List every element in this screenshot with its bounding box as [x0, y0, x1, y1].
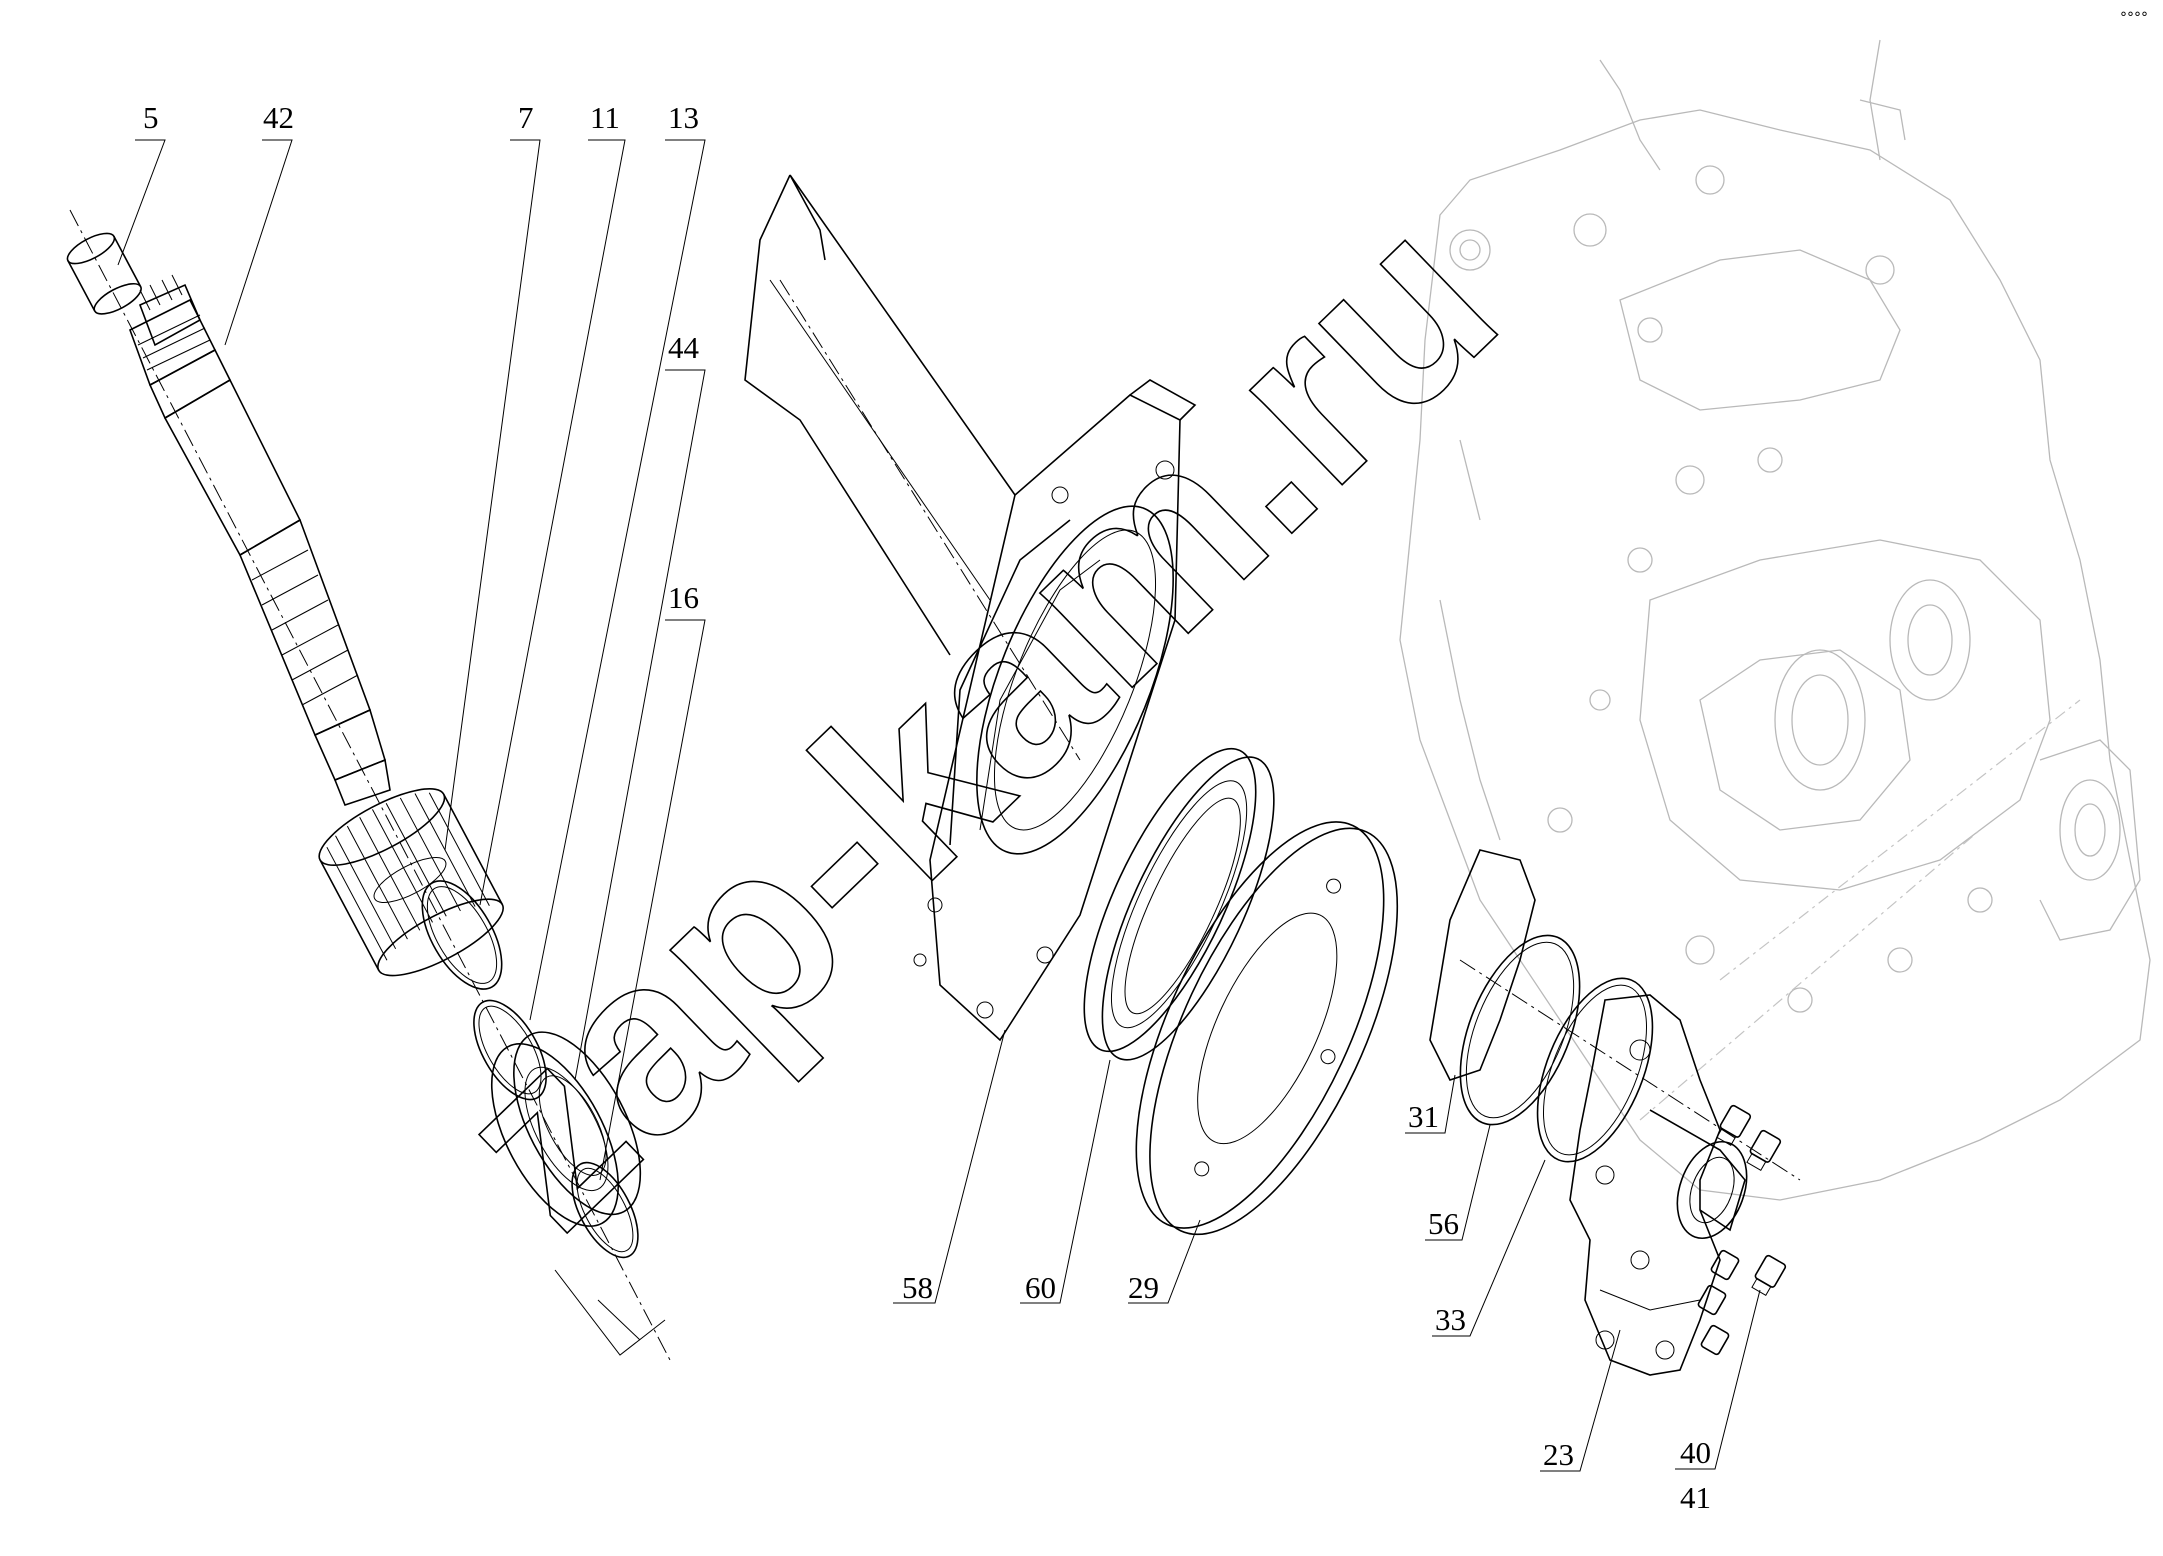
callout-56: 56: [1428, 1206, 1459, 1241]
callout-11: 11: [590, 100, 620, 135]
callout-7: 7: [518, 100, 534, 135]
callout-60: 60: [1025, 1270, 1056, 1305]
callout-23: 23: [1543, 1437, 1574, 1472]
callout-31: 31: [1408, 1099, 1439, 1134]
callout-33: 33: [1435, 1302, 1466, 1337]
snap-ring-part-11: [421, 880, 503, 990]
callout-29: 29: [1128, 1270, 1159, 1305]
callout-5: 5: [143, 100, 159, 135]
gasket-part-31: [1429, 849, 1536, 1081]
flange-plate-part-58: [913, 379, 1197, 1042]
cover-part-23: [1569, 994, 1748, 1376]
gearbox-housing-outline: [1399, 39, 2151, 1201]
callout-44: 44: [668, 330, 700, 365]
callout-58: 58: [902, 1270, 933, 1305]
ring-part-13: [473, 999, 547, 1101]
gear-part-7: [318, 788, 504, 977]
callout-13: 13: [668, 100, 699, 135]
bearing-part-44: [490, 1031, 642, 1227]
flange-housing-assembly: [744, 174, 1399, 1236]
callout-16: 16: [668, 580, 699, 615]
callout-41: 41: [1680, 1480, 1711, 1515]
splined-shaft-part-42: [129, 274, 391, 806]
corner-mark: °°°°: [2120, 10, 2148, 26]
leader-lines: [117, 139, 1761, 1472]
callout-42: 42: [263, 100, 294, 135]
bushing-part-5: [66, 232, 142, 315]
o-ring-part-56: [1459, 934, 1581, 1126]
spacer-plate-part-29: [1135, 821, 1399, 1236]
shaft-assembly: [66, 209, 671, 1361]
callout-labels: 5 42 7 11 13 44 16 58 60 29 31 56 33 23 …: [143, 100, 1711, 1515]
callout-40: 40: [1680, 1435, 1711, 1470]
watermark: zap-kam.ru: [403, 161, 1546, 1279]
pump-cover-assembly: [1429, 849, 1801, 1376]
bolts-part-40-41: [1697, 1104, 1787, 1356]
o-ring-part-33: [1536, 977, 1654, 1163]
circlip-part-16: [571, 1161, 639, 1259]
